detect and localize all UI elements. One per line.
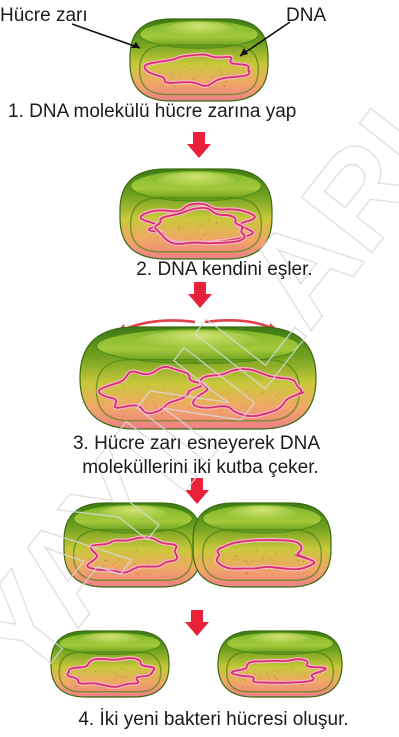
cell-pinch-right <box>192 502 332 588</box>
step-1-text: DNA molekülü hücre zarına yap <box>29 101 297 122</box>
membrane-pointer-head <box>131 42 140 48</box>
dna-strand <box>192 368 305 418</box>
step-1-number: 1. <box>8 101 24 122</box>
dna-pointer <box>239 21 291 57</box>
arrow-3-to-pinch <box>185 478 209 504</box>
step-2-text: DNA kendini eşler. <box>157 259 313 280</box>
step-1-caption: 1. DNA molekülü hücre zarına yap <box>8 101 296 123</box>
dna-strand <box>86 536 179 574</box>
step-3-caption-line-1: 3. Hücre zarı esneyerek DNA <box>0 433 399 455</box>
cell-pinch-left <box>63 502 203 588</box>
daughter-cell-left <box>50 630 170 698</box>
arrow-to-daughters <box>185 610 209 636</box>
step-3-number: 3. <box>72 433 89 454</box>
arrow-2-to-3 <box>188 282 212 308</box>
step-4-number: 4. <box>78 709 95 730</box>
dna-strand <box>97 365 205 415</box>
dna-pointer-head <box>240 48 248 56</box>
step-3-caption-line-2: moleküllerini iki kutba çeker. <box>82 457 319 478</box>
dna-strand <box>215 539 316 571</box>
dna-strand <box>230 658 327 684</box>
dna-strand <box>66 657 156 688</box>
step-4-text: İki yeni bakteri hücresi oluşur. <box>99 709 349 730</box>
dna-strand <box>154 206 246 245</box>
dna-strand <box>143 53 251 87</box>
cell-membrane-label: Hücre zarı <box>0 5 88 26</box>
cell-step-3 <box>79 326 317 430</box>
daughter-cell-right <box>217 630 343 698</box>
step-3-text-line-1: Hücre zarı esneyerek DNA <box>94 433 321 454</box>
step-2-number: 2. <box>136 259 153 280</box>
step-4-caption: 4. İki yeni bakteri hücresi oluşur. <box>0 709 399 731</box>
membrane-pointer <box>71 23 141 49</box>
arrow-1-to-2 <box>187 132 211 158</box>
cell-step-1 <box>129 18 269 102</box>
cell-step-2 <box>119 168 273 260</box>
dna-label: DNA <box>286 5 327 26</box>
step-2-caption: 2. DNA kendini eşler. <box>0 259 399 281</box>
